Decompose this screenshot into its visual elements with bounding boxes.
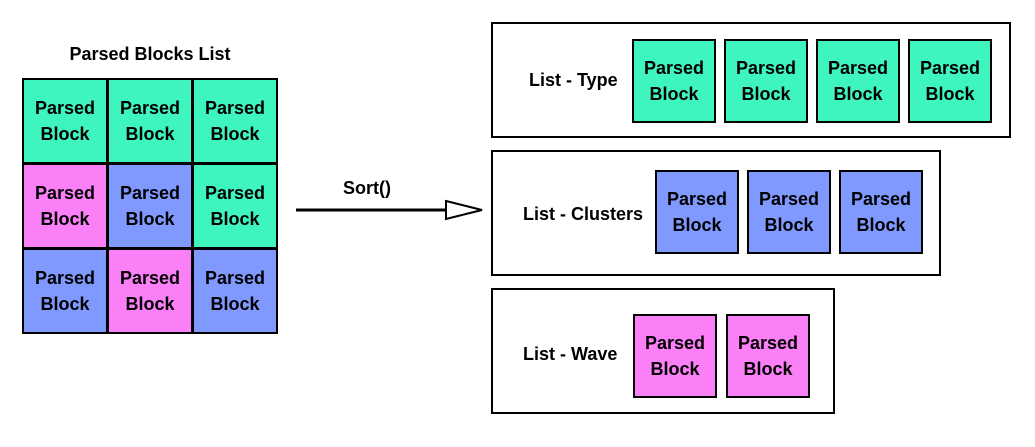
grid-block: Parsed Block [24,165,106,247]
grid-block: Parsed Block [24,80,106,162]
grid-block: Parsed Block [109,80,191,162]
type-block: Parsed Block [816,39,900,123]
grid-block: Parsed Block [194,165,276,247]
sort-label: Sort() [343,178,391,198]
list-type-label: List - Type [529,70,618,90]
wave-block: Parsed Block [633,314,717,398]
list-wave-label: List - Wave [523,344,618,364]
grid-block: Parsed Block [194,80,276,162]
clusters-block: Parsed Block [839,170,923,254]
arrow-right-icon [296,199,483,221]
grid-block: Parsed Block [24,250,106,332]
grid-block: Parsed Block [109,165,191,247]
list-type-box: List - Type Parsed Block Parsed Block Pa… [491,22,1011,138]
list-clusters-label: List - Clusters [523,204,644,224]
wave-block: Parsed Block [726,314,810,398]
type-block: Parsed Block [908,39,992,123]
parsed-blocks-grid: Parsed Block Parsed Block Parsed Block P… [22,78,278,334]
grid-block: Parsed Block [194,250,276,332]
type-block: Parsed Block [724,39,808,123]
list-wave-box: List - Wave Parsed Block Parsed Block [491,288,835,414]
clusters-block: Parsed Block [747,170,831,254]
list-clusters-box: List - Clusters Parsed Block Parsed Bloc… [491,150,941,276]
clusters-block: Parsed Block [655,170,739,254]
type-block: Parsed Block [632,39,716,123]
source-list-title: Parsed Blocks List [69,44,231,64]
grid-block: Parsed Block [109,250,191,332]
